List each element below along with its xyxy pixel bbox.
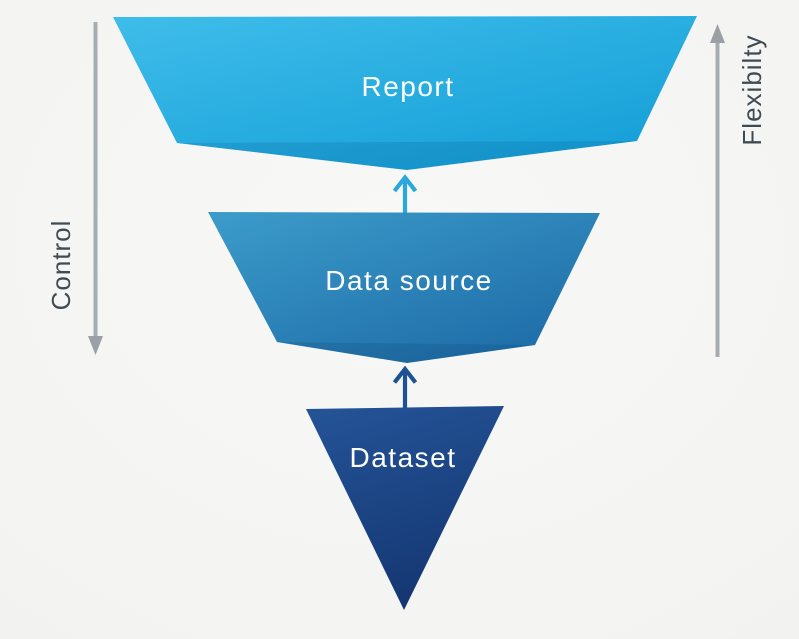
dataset-label: Dataset [350,442,457,473]
arrow-head-up-icon [392,365,418,384]
report-label: Report [361,71,454,102]
report-shape-underside [177,141,637,170]
arrow-head-up-icon [392,174,418,193]
control-label: Control [46,220,76,311]
flexibility-axis: Flexibilty [710,24,767,357]
datasource-to-report-arrow [392,174,418,218]
datasource-shape-underside [277,342,535,363]
arrow-head-down-icon [88,336,103,355]
dataset-layer: Dataset [306,406,504,610]
datasource-layer: Data source [208,212,600,363]
control-axis: Control [46,22,103,355]
report-shape [113,16,697,170]
flexibility-label: Flexibilty [737,34,767,145]
datasource-label: Data source [325,265,492,296]
arrow-head-up-icon [710,24,725,43]
report-layer: Report [113,16,697,170]
dataset-shape [306,406,504,610]
datasource-shape [208,212,600,363]
